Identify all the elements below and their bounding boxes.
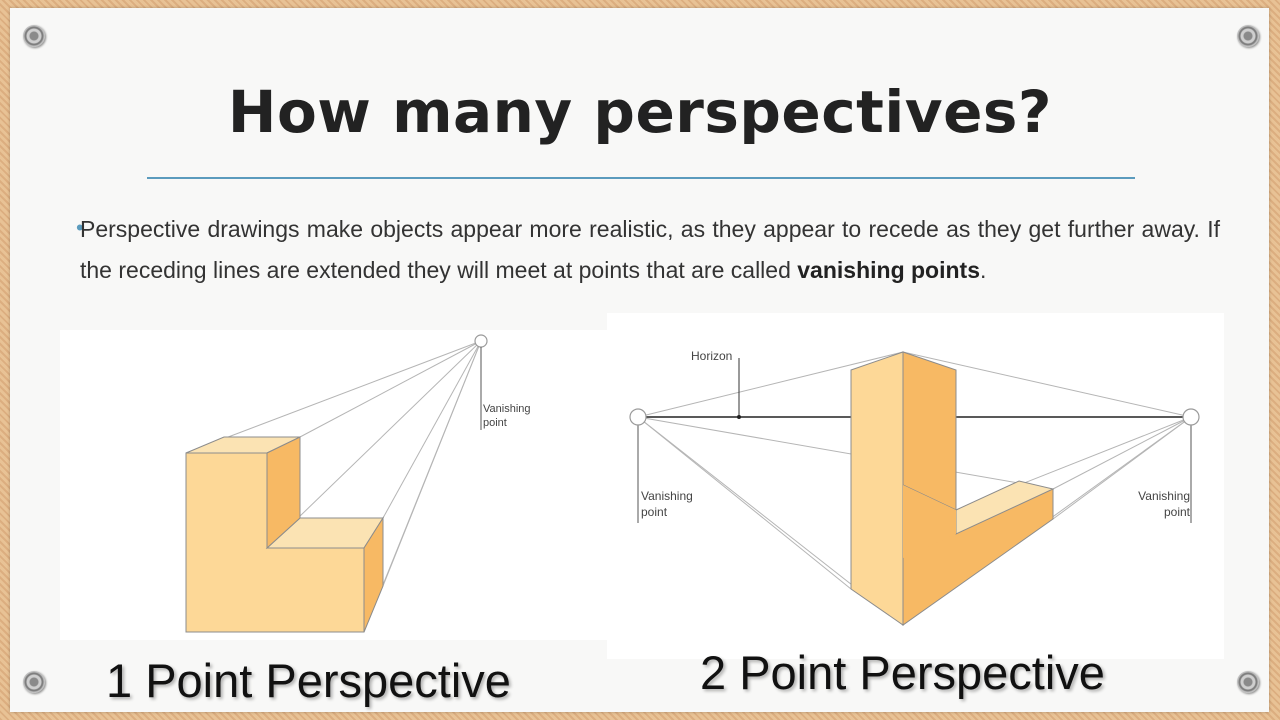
- title-divider: [147, 177, 1135, 179]
- left-vanishing-point-label-line2: point: [641, 505, 668, 519]
- horizon-label: Horizon: [691, 349, 732, 363]
- rivet-top-right-icon: [1237, 25, 1259, 47]
- right-vanishing-point-label-line2: point: [1164, 505, 1191, 519]
- bullet-text-after: .: [980, 257, 987, 283]
- two-point-perspective-diagram: Horizon Vanishing point Vanishing point: [629, 349, 1200, 626]
- right-vanishing-point-label-line1: Vanishing: [1138, 489, 1190, 503]
- bullet-text-before: Perspective drawings make objects appear…: [80, 216, 1220, 283]
- slide-title: How many perspectives?: [227, 78, 1053, 146]
- bullet-bold-term: vanishing points: [797, 257, 980, 283]
- one-point-perspective-figure: Vanishing point: [60, 330, 608, 640]
- rivet-bottom-right-icon: [1237, 671, 1259, 693]
- rivet-bottom-left-icon: [23, 671, 45, 693]
- one-point-caption: 1 Point Perspective: [106, 654, 511, 707]
- bullet-icon: •: [76, 215, 84, 240]
- one-point-perspective-diagram: Vanishing point: [185, 334, 531, 633]
- vanishing-point-label-line2: point: [483, 417, 507, 429]
- bullet-paragraph: Perspective drawings make objects appear…: [80, 209, 1220, 291]
- rivet-top-left-icon: [23, 25, 45, 47]
- two-point-perspective-figure: Horizon Vanishing point Vanishing point: [607, 313, 1224, 659]
- left-vanishing-point-label-line1: Vanishing: [641, 489, 693, 503]
- vanishing-point-label-line1: Vanishing: [483, 403, 531, 415]
- two-point-caption: 2 Point Perspective: [700, 646, 1105, 699]
